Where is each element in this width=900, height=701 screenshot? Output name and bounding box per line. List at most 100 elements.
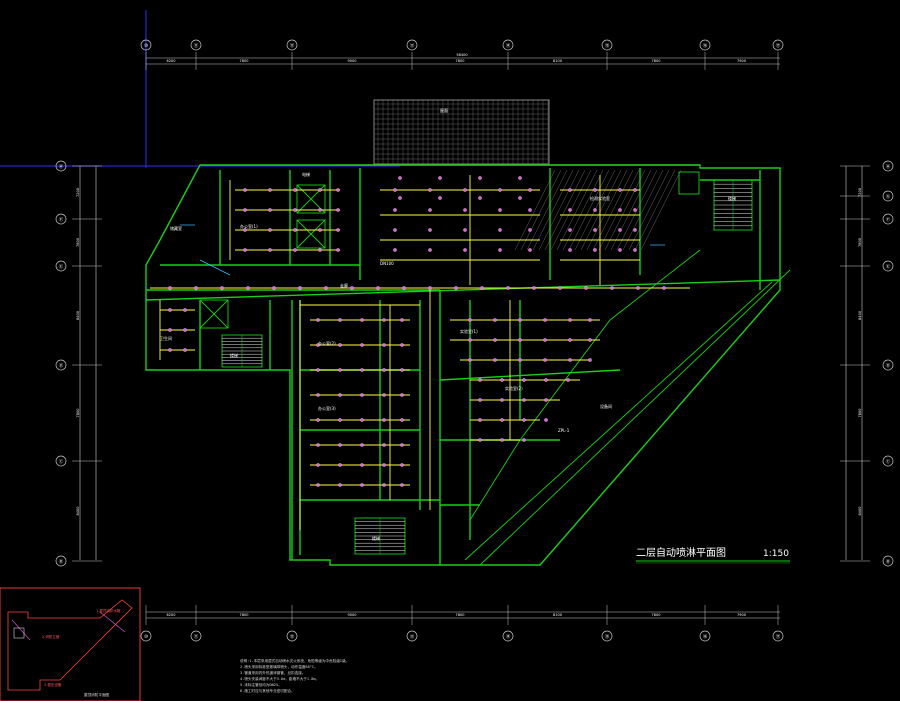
sprinkler-head xyxy=(268,208,272,212)
note-line-3: 3.管道采用内外热镀锌钢管，丝扣连接。 xyxy=(240,670,305,675)
sprinkler-head xyxy=(478,378,482,382)
sprinkler-head xyxy=(498,248,502,252)
sprinkler-head xyxy=(360,393,364,397)
axis-bubble-left xyxy=(55,260,67,272)
sprinkler-head xyxy=(246,286,250,290)
room-label-equipment: 设备间 xyxy=(600,403,612,409)
sprinkler-head xyxy=(336,208,340,212)
dimension-texts: 5840062006200780078009000900078007800810… xyxy=(76,53,862,617)
sprinkler-head xyxy=(393,248,397,252)
sprinkler-head xyxy=(463,228,467,232)
note-line-4: 4.喷头安装间距不大于3.6m，距墙不大于1.8m。 xyxy=(240,676,319,681)
dimension-text: 7800 xyxy=(76,238,80,247)
sprinkler-head xyxy=(468,318,472,322)
sprinkler-head xyxy=(293,188,297,192)
axis-label-top: ⑬ xyxy=(410,42,415,49)
dimension-text: 9000 xyxy=(348,59,357,63)
sprinkler-head xyxy=(338,368,342,372)
dimension-text: 8100 xyxy=(553,613,562,617)
axis-bubble-left xyxy=(55,359,67,371)
sprinkler-head xyxy=(498,228,502,232)
sprinkler-head xyxy=(336,188,340,192)
room-label-office-2: 办公室(2) xyxy=(318,340,336,346)
sprinkler-head xyxy=(610,286,614,290)
axis-bubble-bottom xyxy=(190,630,202,642)
axis-label-bottom: ⑯ xyxy=(703,633,708,640)
dimension-text: 6200 xyxy=(167,59,176,63)
sprinkler-head xyxy=(588,318,592,322)
sprinkler-head xyxy=(522,438,526,442)
sprinkler-head xyxy=(500,418,504,422)
dimension-text: 7800 xyxy=(456,613,465,617)
sprinkler-head xyxy=(338,318,342,322)
inset-roof-plan: 1.屋顶消防水箱 2.消防立管 3.稳压设备 屋顶消防平面图 xyxy=(0,587,141,701)
sprinkler-head xyxy=(382,418,386,422)
axis-bubble-left xyxy=(55,160,67,172)
axis-bubble-bottom xyxy=(699,630,711,642)
sprinkler-head xyxy=(318,188,322,192)
sprinkler-head xyxy=(376,286,380,290)
room-label-office-3: 办公室(3) xyxy=(318,405,336,411)
dimension-text: 9000 xyxy=(348,613,357,617)
sprinkler-head xyxy=(568,188,572,192)
sprinkler-head xyxy=(400,318,404,322)
sprinkler-head xyxy=(428,188,432,192)
axis-label-right: Ⓒ xyxy=(886,458,891,465)
sprinkler-head xyxy=(338,483,342,487)
sprinkler-head xyxy=(500,438,504,442)
sprinkler-head xyxy=(544,398,548,402)
sprinkler-head xyxy=(338,393,342,397)
sprinkler-head xyxy=(382,343,386,347)
sprinkler-head xyxy=(532,286,536,290)
sprinkler-head xyxy=(438,176,442,180)
axis-label-right: Ⓓ xyxy=(886,362,891,369)
sprinkler-head xyxy=(618,188,622,192)
axis-label-top: ⑩ xyxy=(144,43,148,49)
accent-details xyxy=(180,224,665,276)
stair-1 xyxy=(221,334,263,368)
sprinkler-head xyxy=(168,286,172,290)
sprinkler-head xyxy=(454,286,458,290)
axis-label-top: ⑰ xyxy=(776,42,781,49)
sprinkler-head xyxy=(593,188,597,192)
sprinkler-head xyxy=(324,286,328,290)
sprinkler-head xyxy=(593,228,597,232)
axis-bubble-left xyxy=(55,213,67,225)
design-notes: 说明:1.本层采用湿式自动喷水灭火系统，危险等级为中危险级I级。 2.喷头采用标… xyxy=(240,658,349,693)
axis-label-left: Ⓑ xyxy=(59,558,64,565)
sprinkler-head xyxy=(468,358,472,362)
sprinkler-head xyxy=(528,248,532,252)
sprinkler-head xyxy=(316,483,320,487)
sprinkler-head xyxy=(528,188,532,192)
room-label-corridor: 走廊 xyxy=(340,282,348,288)
sprinkler-head xyxy=(568,358,572,362)
axis-bubble-top xyxy=(406,39,418,51)
axis-label-left: Ⓓ xyxy=(59,362,64,369)
sprinkler-head xyxy=(316,463,320,467)
sprinkler-head xyxy=(633,188,637,192)
sprinkler-head xyxy=(360,318,364,322)
sprinkler-head xyxy=(518,358,522,362)
inset-note-2: 2.消防立管 xyxy=(42,634,60,639)
sprinkler-head xyxy=(318,248,322,252)
sprinkler-head xyxy=(360,343,364,347)
room-label-office-1: 办公室(1) xyxy=(240,223,258,229)
sprinkler-head xyxy=(268,188,272,192)
sprinkler-head xyxy=(544,378,548,382)
axis-label-left: Ⓕ xyxy=(59,216,64,223)
sprinkler-head xyxy=(318,208,322,212)
sprinkler-head xyxy=(360,418,364,422)
dimension-text: 7900 xyxy=(737,613,746,617)
sprinkler-head xyxy=(316,318,320,322)
sprinkler-head xyxy=(168,308,172,312)
hatched-room xyxy=(514,169,682,251)
dimension-text: 6200 xyxy=(167,613,176,617)
sprinkler-head xyxy=(506,286,510,290)
inset-note-3: 3.稳压设备 xyxy=(44,682,62,687)
sprinkler-head xyxy=(618,228,622,232)
sprinkler-head xyxy=(522,398,526,402)
roof-label: 屋面 xyxy=(440,107,448,113)
axis-label-bottom: ⑭ xyxy=(506,633,511,640)
sprinkler-head xyxy=(338,343,342,347)
room-labels: 办公室(1) 办公室(2) 办公室(3) 检测实验室 实验室(1) 实验室(2)… xyxy=(160,107,736,541)
